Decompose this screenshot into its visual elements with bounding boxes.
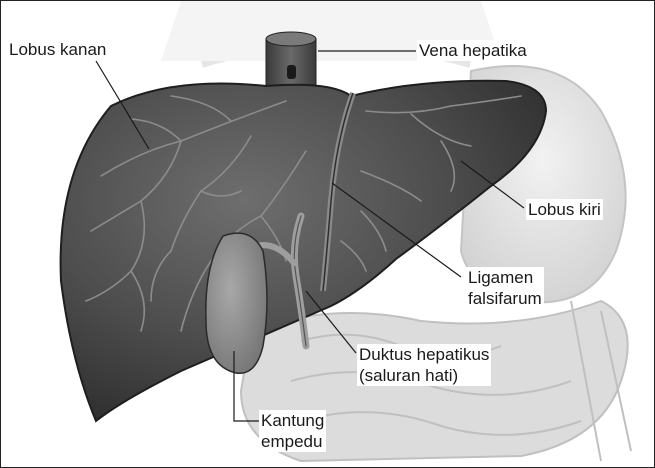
label-vena-hepatika: Vena hepatika xyxy=(417,40,529,61)
gallbladder xyxy=(206,233,267,373)
label-ligamen-line2: falsifarum xyxy=(468,288,542,309)
label-kantung-line1: Kantung xyxy=(261,410,324,431)
label-lobus-kiri-line1: Lobus kiri xyxy=(528,199,601,220)
label-ligamen-falsifarum: Ligamen falsifarum xyxy=(466,267,544,309)
label-duktus-hepatikus: Duktus hepatikus (saluran hati) xyxy=(357,344,491,386)
label-lobus-kanan: Lobus kanan xyxy=(7,39,108,60)
label-ligamen-line1: Ligamen xyxy=(468,267,542,288)
label-lobus-kanan-line1: Lobus kanan xyxy=(9,39,106,60)
label-vena-hepatika-line1: Vena hepatika xyxy=(419,40,527,61)
label-duktus-line1: Duktus hepatikus xyxy=(359,344,489,365)
label-kantung-line2: empedu xyxy=(261,431,324,452)
label-kantung-empedu: Kantung empedu xyxy=(259,410,326,452)
label-lobus-kiri: Lobus kiri xyxy=(526,199,603,220)
label-duktus-line2: (saluran hati) xyxy=(359,365,489,386)
